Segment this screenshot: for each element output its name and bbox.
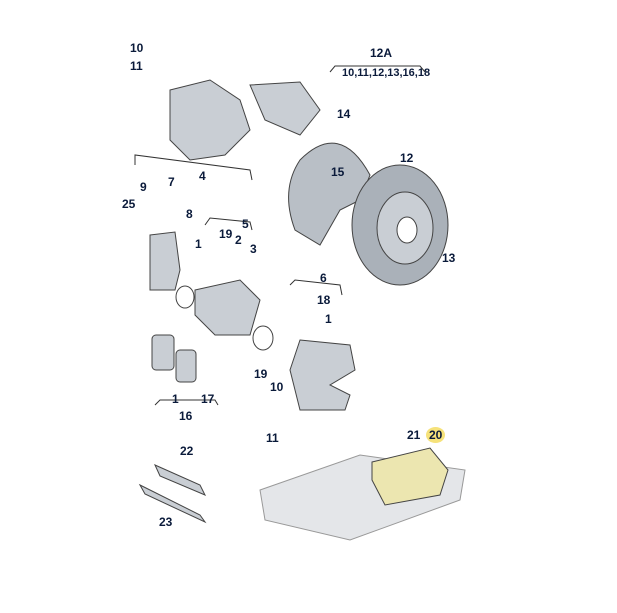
callout-12[interactable]: 12 [400, 151, 414, 165]
callout-3[interactable]: 3 [250, 242, 257, 256]
callout-5[interactable]: 5 [242, 217, 249, 231]
caliper-housing-part [149, 231, 181, 291]
caliper-top-part [249, 81, 321, 136]
callout-1-pads[interactable]: 1 [172, 392, 179, 406]
callout-kit-contents[interactable]: 10,11,12,13,16,18 [342, 67, 431, 79]
callout-21[interactable]: 21 [407, 428, 421, 442]
callout-19-seal[interactable]: 19 [254, 367, 268, 381]
callout-9[interactable]: 9 [140, 180, 147, 194]
callout-6[interactable]: 6 [320, 271, 327, 285]
callout-2[interactable]: 2 [235, 233, 242, 247]
grease-tube-part [154, 464, 207, 496]
callout-18[interactable]: 18 [317, 293, 331, 307]
callout-12A[interactable]: 12A [370, 46, 393, 60]
callout-17[interactable]: 17 [201, 392, 215, 406]
callout-11-bolt[interactable]: 11 [266, 431, 279, 445]
callout-10-bolt[interactable]: 10 [270, 380, 284, 394]
caliper-carrier-part [194, 279, 261, 336]
callout-16[interactable]: 16 [179, 409, 193, 423]
wheel-hub-part [169, 79, 251, 161]
callout-23[interactable]: 23 [159, 515, 173, 529]
callout-11[interactable]: 11 [130, 59, 143, 73]
callout-1[interactable]: 1 [195, 237, 202, 251]
brake-bracket-part [289, 339, 356, 411]
callout-15[interactable]: 15 [331, 165, 345, 179]
callout-14[interactable]: 14 [337, 107, 351, 121]
callout-10[interactable]: 10 [130, 41, 144, 55]
brake-pad-part [151, 334, 175, 371]
callout-13[interactable]: 13 [442, 251, 456, 265]
callout-8[interactable]: 8 [186, 207, 193, 221]
callout-1-bracket[interactable]: 1 [325, 312, 332, 326]
callout-4[interactable]: 4 [199, 169, 206, 183]
callout-19[interactable]: 19 [219, 227, 233, 241]
callout-25[interactable]: 25 [122, 197, 136, 211]
seal-ring-part [175, 285, 195, 309]
callout-22[interactable]: 22 [180, 444, 194, 458]
callout-7[interactable]: 7 [168, 175, 175, 189]
callout-20-highlighted[interactable]: 20 [426, 427, 446, 443]
